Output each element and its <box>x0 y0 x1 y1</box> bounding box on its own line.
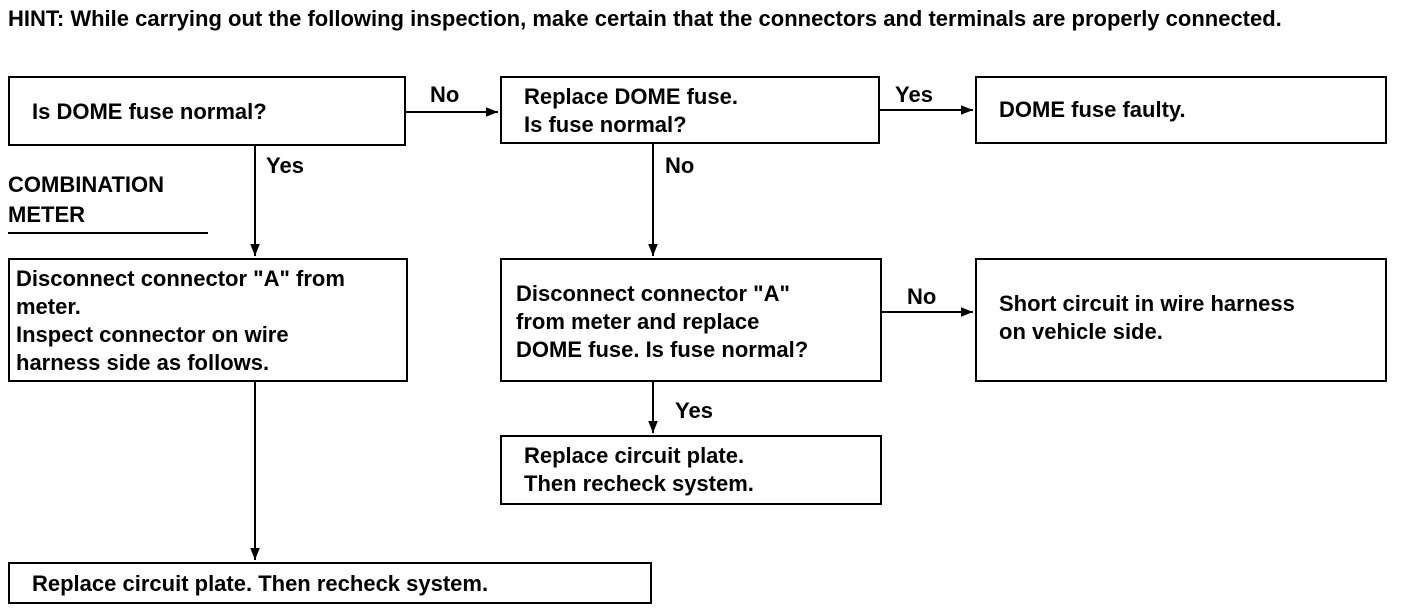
edge-label-yes: Yes <box>895 82 933 107</box>
node-dome-fuse-faulty: DOME fuse faulty. <box>975 76 1387 144</box>
hint-text: HINT: While carrying out the following i… <box>8 6 1282 31</box>
section-label: COMBINATION METER <box>8 172 165 227</box>
edge-label-no: No <box>430 82 460 107</box>
node-text: Disconnect connector "A" from meter and … <box>516 281 809 362</box>
node-disconnect-replace: Disconnect connector "A" from meter and … <box>500 258 882 382</box>
edge-label-yes: Yes <box>675 398 713 423</box>
node-text: Replace DOME fuse. Is fuse normal? <box>524 84 738 137</box>
node-replace-dome-fuse: Replace DOME fuse. Is fuse normal? <box>500 76 880 144</box>
edge-label-no: No <box>907 284 937 309</box>
node-text: DOME fuse faulty. <box>999 97 1186 122</box>
section-underline <box>8 232 208 234</box>
node-text: Replace circuit plate. Then recheck syst… <box>524 443 754 496</box>
edge-label-no: No <box>665 153 695 178</box>
edge-label-yes: Yes <box>266 153 304 178</box>
node-text: Disconnect connector "A" from meter. Ins… <box>16 266 345 375</box>
node-replace-plate-bottom: Replace circuit plate. Then recheck syst… <box>8 562 652 604</box>
node-disconnect-inspect: Disconnect connector "A" from meter. Ins… <box>8 258 408 382</box>
node-replace-plate-mid: Replace circuit plate. Then recheck syst… <box>500 435 882 505</box>
node-text: Short circuit in wire harness on vehicle… <box>999 291 1295 344</box>
node-is-dome-fuse-normal: Is DOME fuse normal? <box>8 76 406 146</box>
node-text: Is DOME fuse normal? <box>32 99 267 124</box>
node-short-circuit: Short circuit in wire harness on vehicle… <box>975 258 1387 382</box>
node-text: Replace circuit plate. Then recheck syst… <box>32 571 489 596</box>
